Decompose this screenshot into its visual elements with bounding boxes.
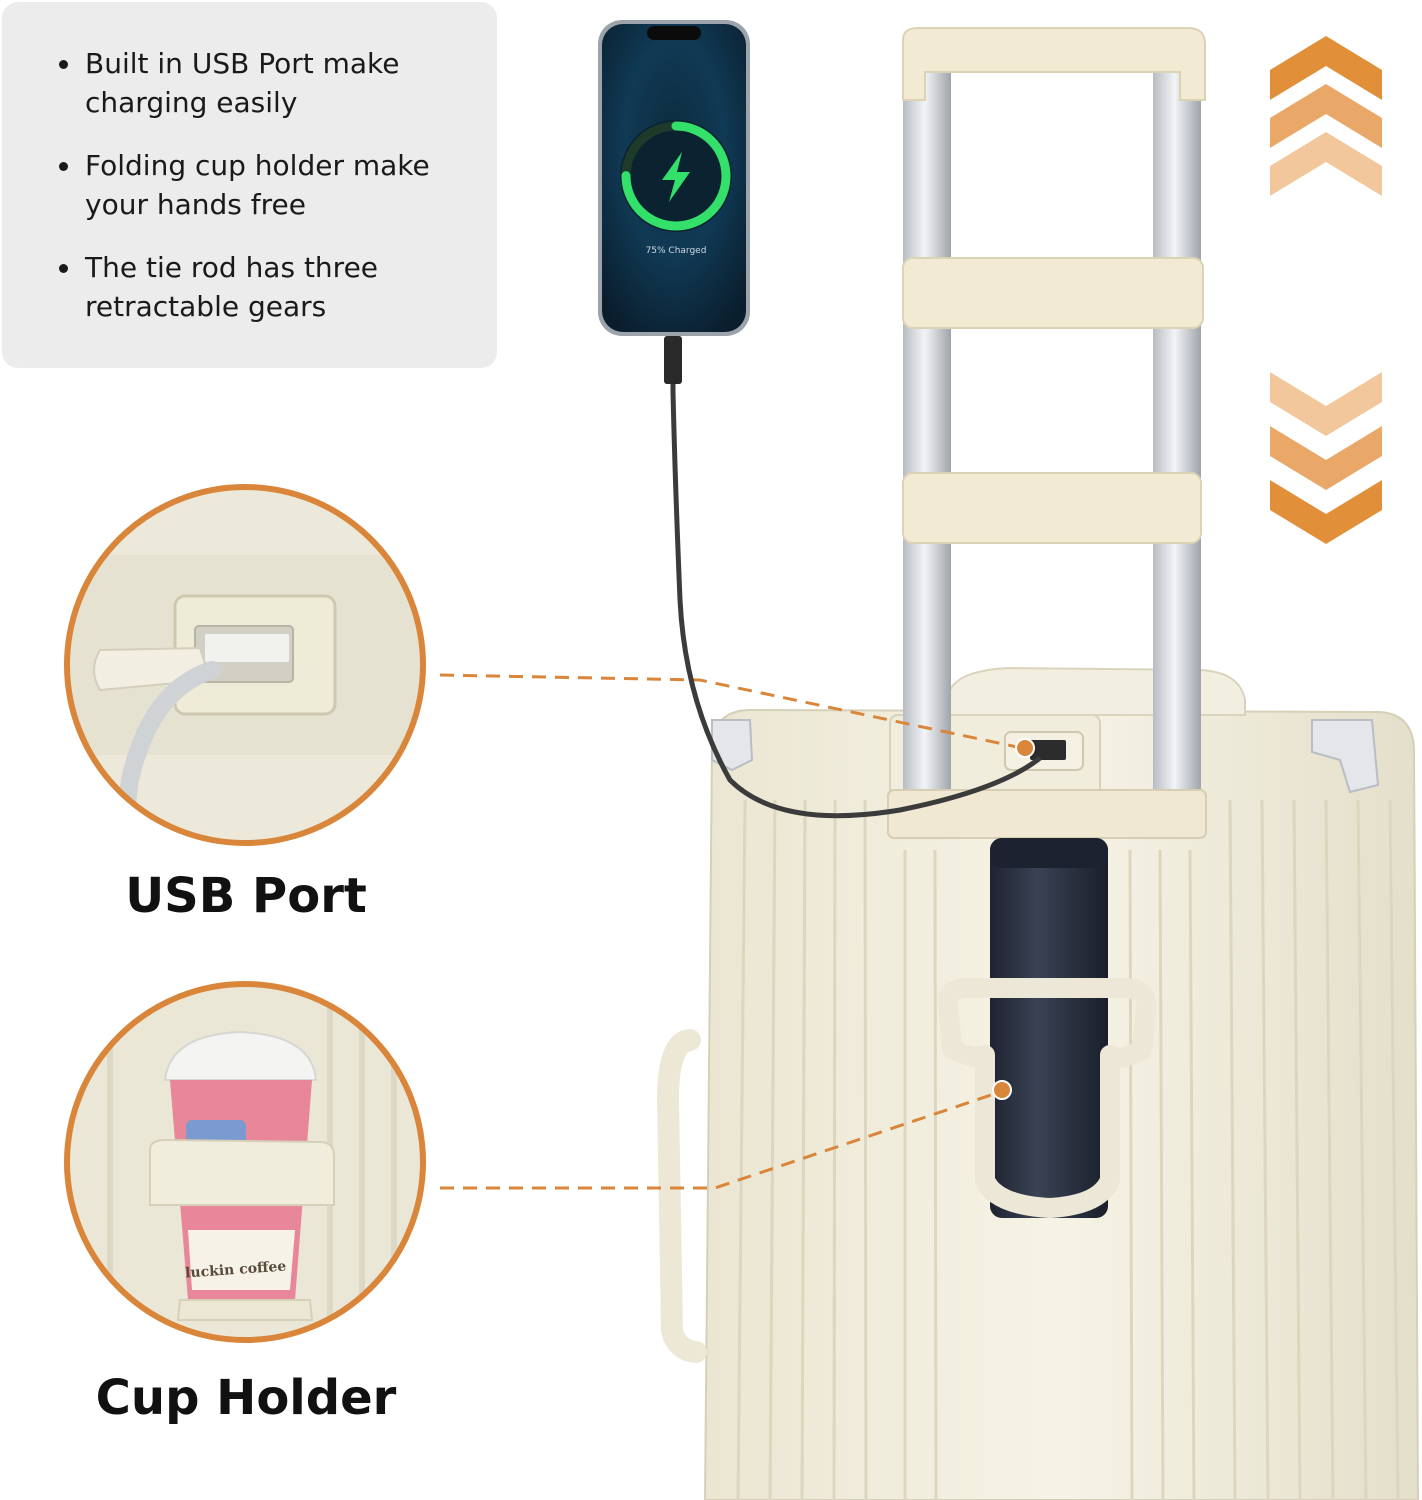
cable-connector <box>664 336 682 384</box>
usb-port-marker <box>1015 738 1035 758</box>
feature-item-cup-holder: Folding cup holder make your hands free <box>57 146 487 224</box>
cup-holder-marker <box>992 1080 1012 1100</box>
feature-list: Built in USB Port make charging easily F… <box>57 44 487 350</box>
callout-leader-lines <box>439 673 1023 1190</box>
charge-ring <box>621 121 731 231</box>
feature-box: Built in USB Port make charging easily F… <box>2 2 497 368</box>
cup-holder-bottle <box>937 838 1157 1218</box>
cup-holder-label: Cup Holder <box>95 1370 397 1426</box>
cup-brand-text: luckin coffee <box>185 1258 287 1281</box>
phone: 75% Charged <box>598 20 750 336</box>
charging-cable <box>670 338 1042 819</box>
phone-notch <box>647 26 701 40</box>
feature-item-usb: Built in USB Port make charging easily <box>57 44 487 122</box>
up-chevrons-icon <box>1270 36 1382 196</box>
usb-port-zoom <box>64 484 426 846</box>
feature-item-tie-rod: The tie rod has three retractable gears <box>57 248 487 326</box>
lightning-bolt-icon <box>662 152 690 202</box>
usb-port-label: USB Port <box>125 868 367 924</box>
telescoping-handle <box>887 27 1207 839</box>
phone-charge-status: 75% Charged <box>646 246 707 256</box>
down-chevrons-icon <box>1270 372 1382 544</box>
cup-holder-zoom: luckin coffee <box>64 981 426 1343</box>
